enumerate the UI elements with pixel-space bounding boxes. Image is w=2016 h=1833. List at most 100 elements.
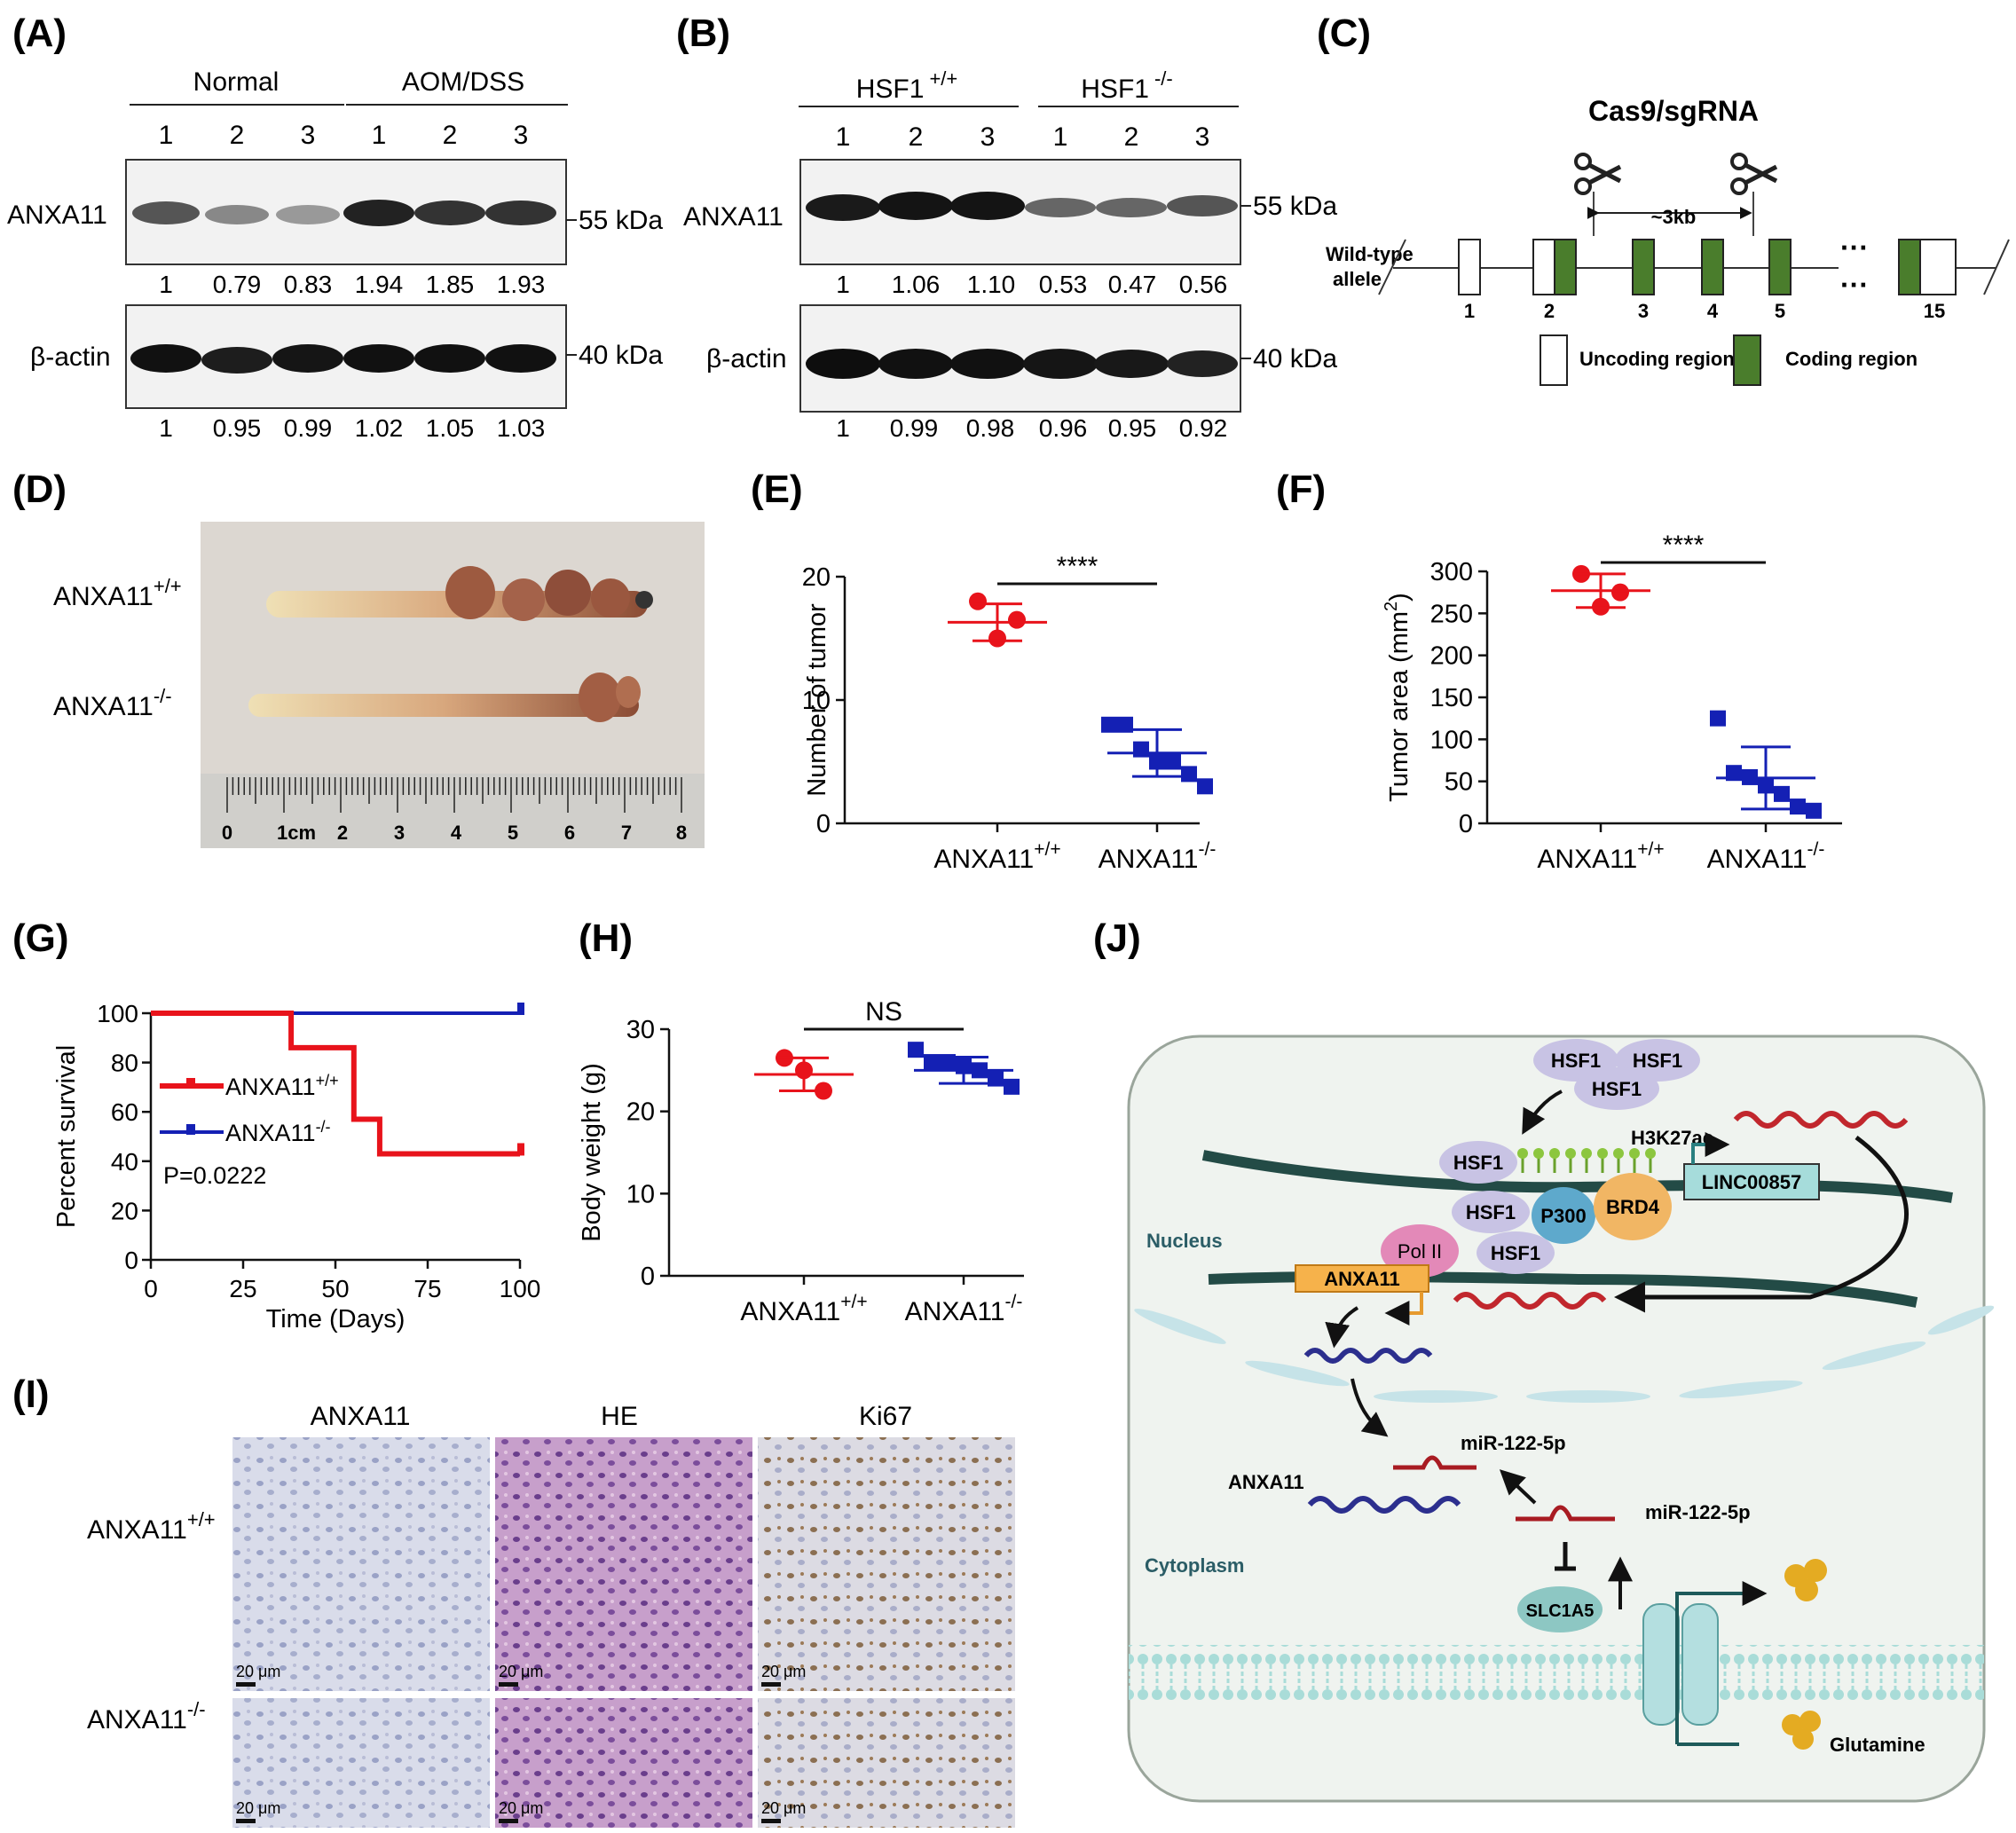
histology-col-ki67: Ki67	[859, 1402, 912, 1431]
x-tick-label: 0	[144, 1275, 158, 1302]
nucleus-label: Nucleus	[1146, 1230, 1223, 1252]
y-tick-label: 60	[111, 1098, 138, 1126]
blot-a-bands-anxa11	[132, 200, 556, 226]
svg-text:3: 3	[1195, 122, 1210, 152]
exon-1	[1458, 239, 1481, 295]
svg-text:1: 1	[836, 414, 850, 442]
y-tick-label: 200	[1430, 642, 1473, 671]
legend-uncoding-label: Uncoding region	[1579, 348, 1735, 370]
exon-2-coding	[1554, 239, 1577, 295]
svg-text:3: 3	[394, 822, 405, 844]
gene-c-dots: ···	[1840, 232, 1869, 264]
x-tick-label: ANXA11-/-	[1707, 839, 1825, 874]
y-tick-label: 20	[626, 1098, 655, 1127]
censor-mark	[517, 1003, 524, 1015]
histology-row1: ANXA11+/+	[87, 1508, 216, 1545]
svg-text:20 μm: 20 μm	[499, 1663, 543, 1680]
data-point	[1004, 1078, 1020, 1095]
blot-b-bands-actin	[806, 349, 1238, 379]
panel-label-d: (D)	[12, 468, 67, 511]
cell-membrane	[1129, 1645, 1984, 1700]
chromatin-strand	[1201, 1150, 1953, 1203]
panel-label-i: (I)	[12, 1373, 50, 1416]
svg-text:2: 2	[1124, 122, 1139, 152]
panel-label-e: (E)	[751, 468, 803, 511]
exon-5	[1768, 239, 1792, 295]
legend-coding-swatch	[1733, 334, 1761, 386]
svg-text:0.96: 0.96	[1039, 414, 1088, 442]
cytoplasm-label: Cytoplasm	[1145, 1554, 1244, 1577]
blot-b-marker2: 40 kDa	[1253, 344, 1337, 374]
x-tick-label: ANXA11-/-	[905, 1292, 1023, 1326]
svg-text:LINC00857: LINC00857	[1702, 1171, 1802, 1193]
svg-text:3: 3	[514, 121, 529, 150]
blot-b-values1: 1 1.06 1.10 0.53 0.47 0.56	[836, 271, 1227, 298]
svg-text:2: 2	[1544, 300, 1555, 322]
svg-text:3: 3	[301, 121, 316, 150]
svg-text:0.83: 0.83	[284, 271, 333, 298]
y-tick-label: 80	[111, 1050, 138, 1077]
x-tick-label: 25	[229, 1275, 256, 1302]
svg-text:0.95: 0.95	[1108, 414, 1157, 442]
scissors-icon	[1574, 153, 1622, 195]
svg-text:0.92: 0.92	[1179, 414, 1228, 442]
blot-b-group1: HSF1+/+	[856, 67, 958, 104]
p-value: P=0.0222	[163, 1162, 266, 1189]
photo-label-top: ANXA11+/+	[53, 575, 182, 611]
hsf1-complex-1	[1452, 1191, 1530, 1233]
y-tick-label: 30	[626, 1016, 655, 1044]
acetyl-mark	[1629, 1148, 1640, 1159]
svg-text:5: 5	[508, 822, 518, 844]
tissue-he-ko	[495, 1698, 752, 1828]
svg-text:15: 15	[1924, 300, 1945, 322]
anxa11-mrna	[1303, 1348, 1433, 1364]
svg-text:HSF1: HSF1	[1592, 1078, 1642, 1100]
hsf1-bound-label: HSF1	[1453, 1152, 1503, 1174]
data-point	[988, 1070, 1004, 1087]
svg-text:1.06: 1.06	[892, 271, 941, 298]
svg-text:1: 1	[159, 414, 173, 442]
svg-text:miR-122-5p: miR-122-5p	[1461, 1432, 1566, 1454]
svg-text:0.56: 0.56	[1179, 271, 1228, 298]
blot-a-marker2: 40 kDa	[579, 341, 663, 370]
blot-b-protein2: β-actin	[706, 344, 787, 374]
blot-a-protein1: ANXA11	[7, 201, 107, 230]
data-point	[1133, 741, 1149, 758]
svg-text:HSF1: HSF1	[1633, 1050, 1682, 1072]
svg-text:0.79: 0.79	[213, 271, 262, 298]
y-tick-label: 100	[1430, 726, 1473, 754]
acetyl-mark	[1533, 1148, 1544, 1159]
tissue-ki67-wt	[758, 1437, 1015, 1691]
panel-label-g: (G)	[12, 916, 69, 960]
blot-b-protein1: ANXA11	[683, 202, 784, 232]
svg-text:HSF1: HSF1	[1466, 1201, 1516, 1223]
censor-mark	[517, 1143, 524, 1156]
gene-c-dots: ···	[1840, 269, 1869, 301]
mirna-free	[1516, 1505, 1615, 1522]
hsf1-bound	[1439, 1141, 1517, 1184]
svg-text:20 μm: 20 μm	[761, 1799, 806, 1817]
exon-numbers: 1 2 3 4 5 15	[1464, 300, 1945, 322]
hsf1-trimer: HSF1 HSF1 HSF1	[1533, 1039, 1700, 1110]
blot-a-marker1: 55 kDa	[579, 206, 663, 235]
scale-bars: 20 μm 20 μm 20 μm 20 μm 20 μm 20 μm	[236, 1663, 806, 1823]
tissue-anxa11-ko	[232, 1698, 490, 1828]
acetyl-mark	[1581, 1148, 1592, 1159]
data-point	[969, 592, 987, 610]
blot-a-lane-numbers: 1 2 3 1 2 3	[159, 121, 529, 150]
data-point	[924, 1054, 940, 1071]
legend-marker	[186, 1124, 195, 1135]
anxa11-rna-label: ANXA11	[1228, 1471, 1304, 1493]
acetyl-mark	[1517, 1148, 1528, 1159]
blot-b-lane-numbers: 1 2 3 1 2 3	[836, 122, 1210, 152]
svg-text:1: 1	[1053, 122, 1068, 152]
tissue-anxa11-wt	[232, 1437, 490, 1691]
y-tick-label: 150	[1430, 684, 1473, 712]
svg-text:20 μm: 20 μm	[761, 1663, 806, 1680]
acetyl-mark	[1645, 1148, 1656, 1159]
histology-col-anxa11: ANXA11	[311, 1402, 411, 1431]
blot-a-group1: Normal	[193, 67, 280, 97]
legend-label: ANXA11-/-	[225, 1118, 331, 1146]
blot-b-bands-anxa11	[806, 192, 1238, 221]
